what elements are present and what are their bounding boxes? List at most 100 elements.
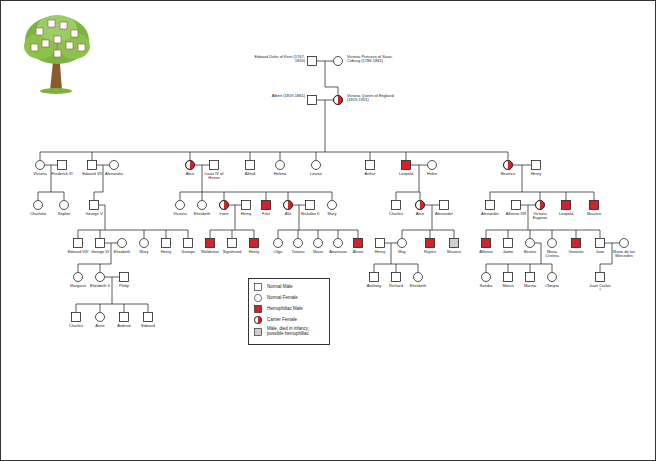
person-name: Marco [497, 284, 519, 288]
person-name: Henry [525, 172, 547, 176]
male-symbol [143, 312, 153, 322]
person-node: Maria Cristina [541, 238, 563, 259]
male-symbol [353, 238, 363, 248]
person-node: Charles [385, 200, 407, 217]
male-symbol [205, 238, 215, 248]
person-node: Elizabeth [407, 272, 429, 289]
legend-row: Carrier Female [254, 316, 324, 324]
person-node: Marco [497, 272, 519, 289]
person-node: Marino [519, 272, 541, 289]
female-symbol [275, 160, 285, 170]
female-symbol [59, 200, 69, 210]
female-symbol [397, 238, 407, 248]
person-name: George V [83, 212, 105, 216]
person-node: Alexis [347, 238, 369, 255]
person-name: Charles [65, 324, 87, 328]
person-name: Leopold [395, 172, 417, 176]
female-symbol [185, 160, 195, 170]
person-name: Charlotte [27, 212, 49, 216]
person-node: Olimpia [541, 272, 563, 289]
person-node: Maurice [583, 200, 605, 217]
person-name: Helen [421, 172, 443, 176]
descent-line [76, 277, 148, 312]
person-name: Albert (1819-1861) [253, 94, 305, 98]
person-node: Henry [525, 160, 547, 177]
person-node: Alexander [433, 200, 455, 217]
person-name: Edward [137, 324, 159, 328]
male-symbol [595, 238, 605, 248]
person-name: George [177, 250, 199, 254]
legend-row: Male, died in infancy, possible hemophil… [254, 327, 324, 337]
person-name: Alice [409, 212, 431, 216]
person-name: Maurice [443, 250, 465, 254]
legend-symbol [254, 305, 262, 313]
person-node: Tatiana [287, 238, 309, 255]
tree-illustration [24, 15, 90, 94]
legend-text: Normal Female [267, 296, 298, 301]
male-symbol [589, 200, 599, 210]
person-name: Mary [321, 212, 343, 216]
person-node: Edward [137, 312, 159, 329]
legend-text: Carrier Female [267, 318, 297, 323]
legend-box: Normal MaleNormal FemaleHemophiliac Male… [248, 278, 330, 345]
person-name: Elizabeth II [89, 284, 111, 288]
male-symbol [503, 272, 513, 282]
male-symbol [245, 160, 255, 170]
person-node: Maria [307, 238, 329, 255]
person-name: Nicholas II [299, 212, 321, 216]
person-name: Richard [385, 284, 407, 288]
person-name: Andrew [113, 324, 135, 328]
person-node: Gonzalo [565, 238, 587, 255]
female-symbol [333, 238, 343, 248]
person-node: Anthony [363, 272, 385, 289]
person-node: Fritz [255, 200, 277, 217]
person-name: Olga [267, 250, 289, 254]
person-name: Tatiana [287, 250, 309, 254]
female-symbol [95, 272, 105, 282]
person-name: Edward VII [81, 172, 103, 176]
person-node: Anastasia [327, 238, 349, 255]
person-node: Henry [235, 200, 257, 217]
male-symbol [307, 95, 317, 105]
female-symbol [413, 272, 423, 282]
descent-line [94, 165, 103, 200]
person-node: Sigismund [221, 238, 243, 255]
female-symbol [525, 238, 535, 248]
person-name: Philip [113, 284, 135, 288]
person-node: Nicholas II [299, 200, 321, 217]
person-name: Henry [369, 250, 391, 254]
female-symbol [333, 95, 343, 105]
male-symbol [365, 160, 375, 170]
person-node: Margaret [67, 272, 89, 289]
person-node: Leopold [395, 160, 417, 177]
person-node: Juan [589, 238, 611, 255]
female-symbol [117, 238, 127, 248]
male-symbol [425, 238, 435, 248]
person-node: Alice [409, 200, 431, 217]
male-symbol [391, 272, 401, 282]
person-node: Alfonso XIII [505, 200, 527, 217]
male-symbol [71, 312, 81, 322]
person-node: Leopold [555, 200, 577, 217]
person-node: Edward VIII [67, 238, 89, 255]
person-name: Leopold [555, 212, 577, 216]
male-symbol [209, 160, 219, 170]
male-symbol [561, 200, 571, 210]
person-node: Beatriz [519, 238, 541, 255]
male-symbol [571, 238, 581, 248]
person-name: Alfonso XIII [505, 212, 527, 216]
male-symbol [119, 312, 129, 322]
person-name: Louis IV of Hesse [203, 172, 225, 181]
female-symbol [333, 56, 343, 66]
person-node: Philip [113, 272, 135, 289]
female-symbol [503, 160, 513, 170]
person-node: Alix [277, 200, 299, 217]
person-name: Alexis [347, 250, 369, 254]
person-node: Rupert [419, 238, 441, 255]
descent-line [78, 243, 111, 272]
person-node: Helen [421, 160, 443, 177]
person-name: Anastasia [327, 250, 349, 254]
